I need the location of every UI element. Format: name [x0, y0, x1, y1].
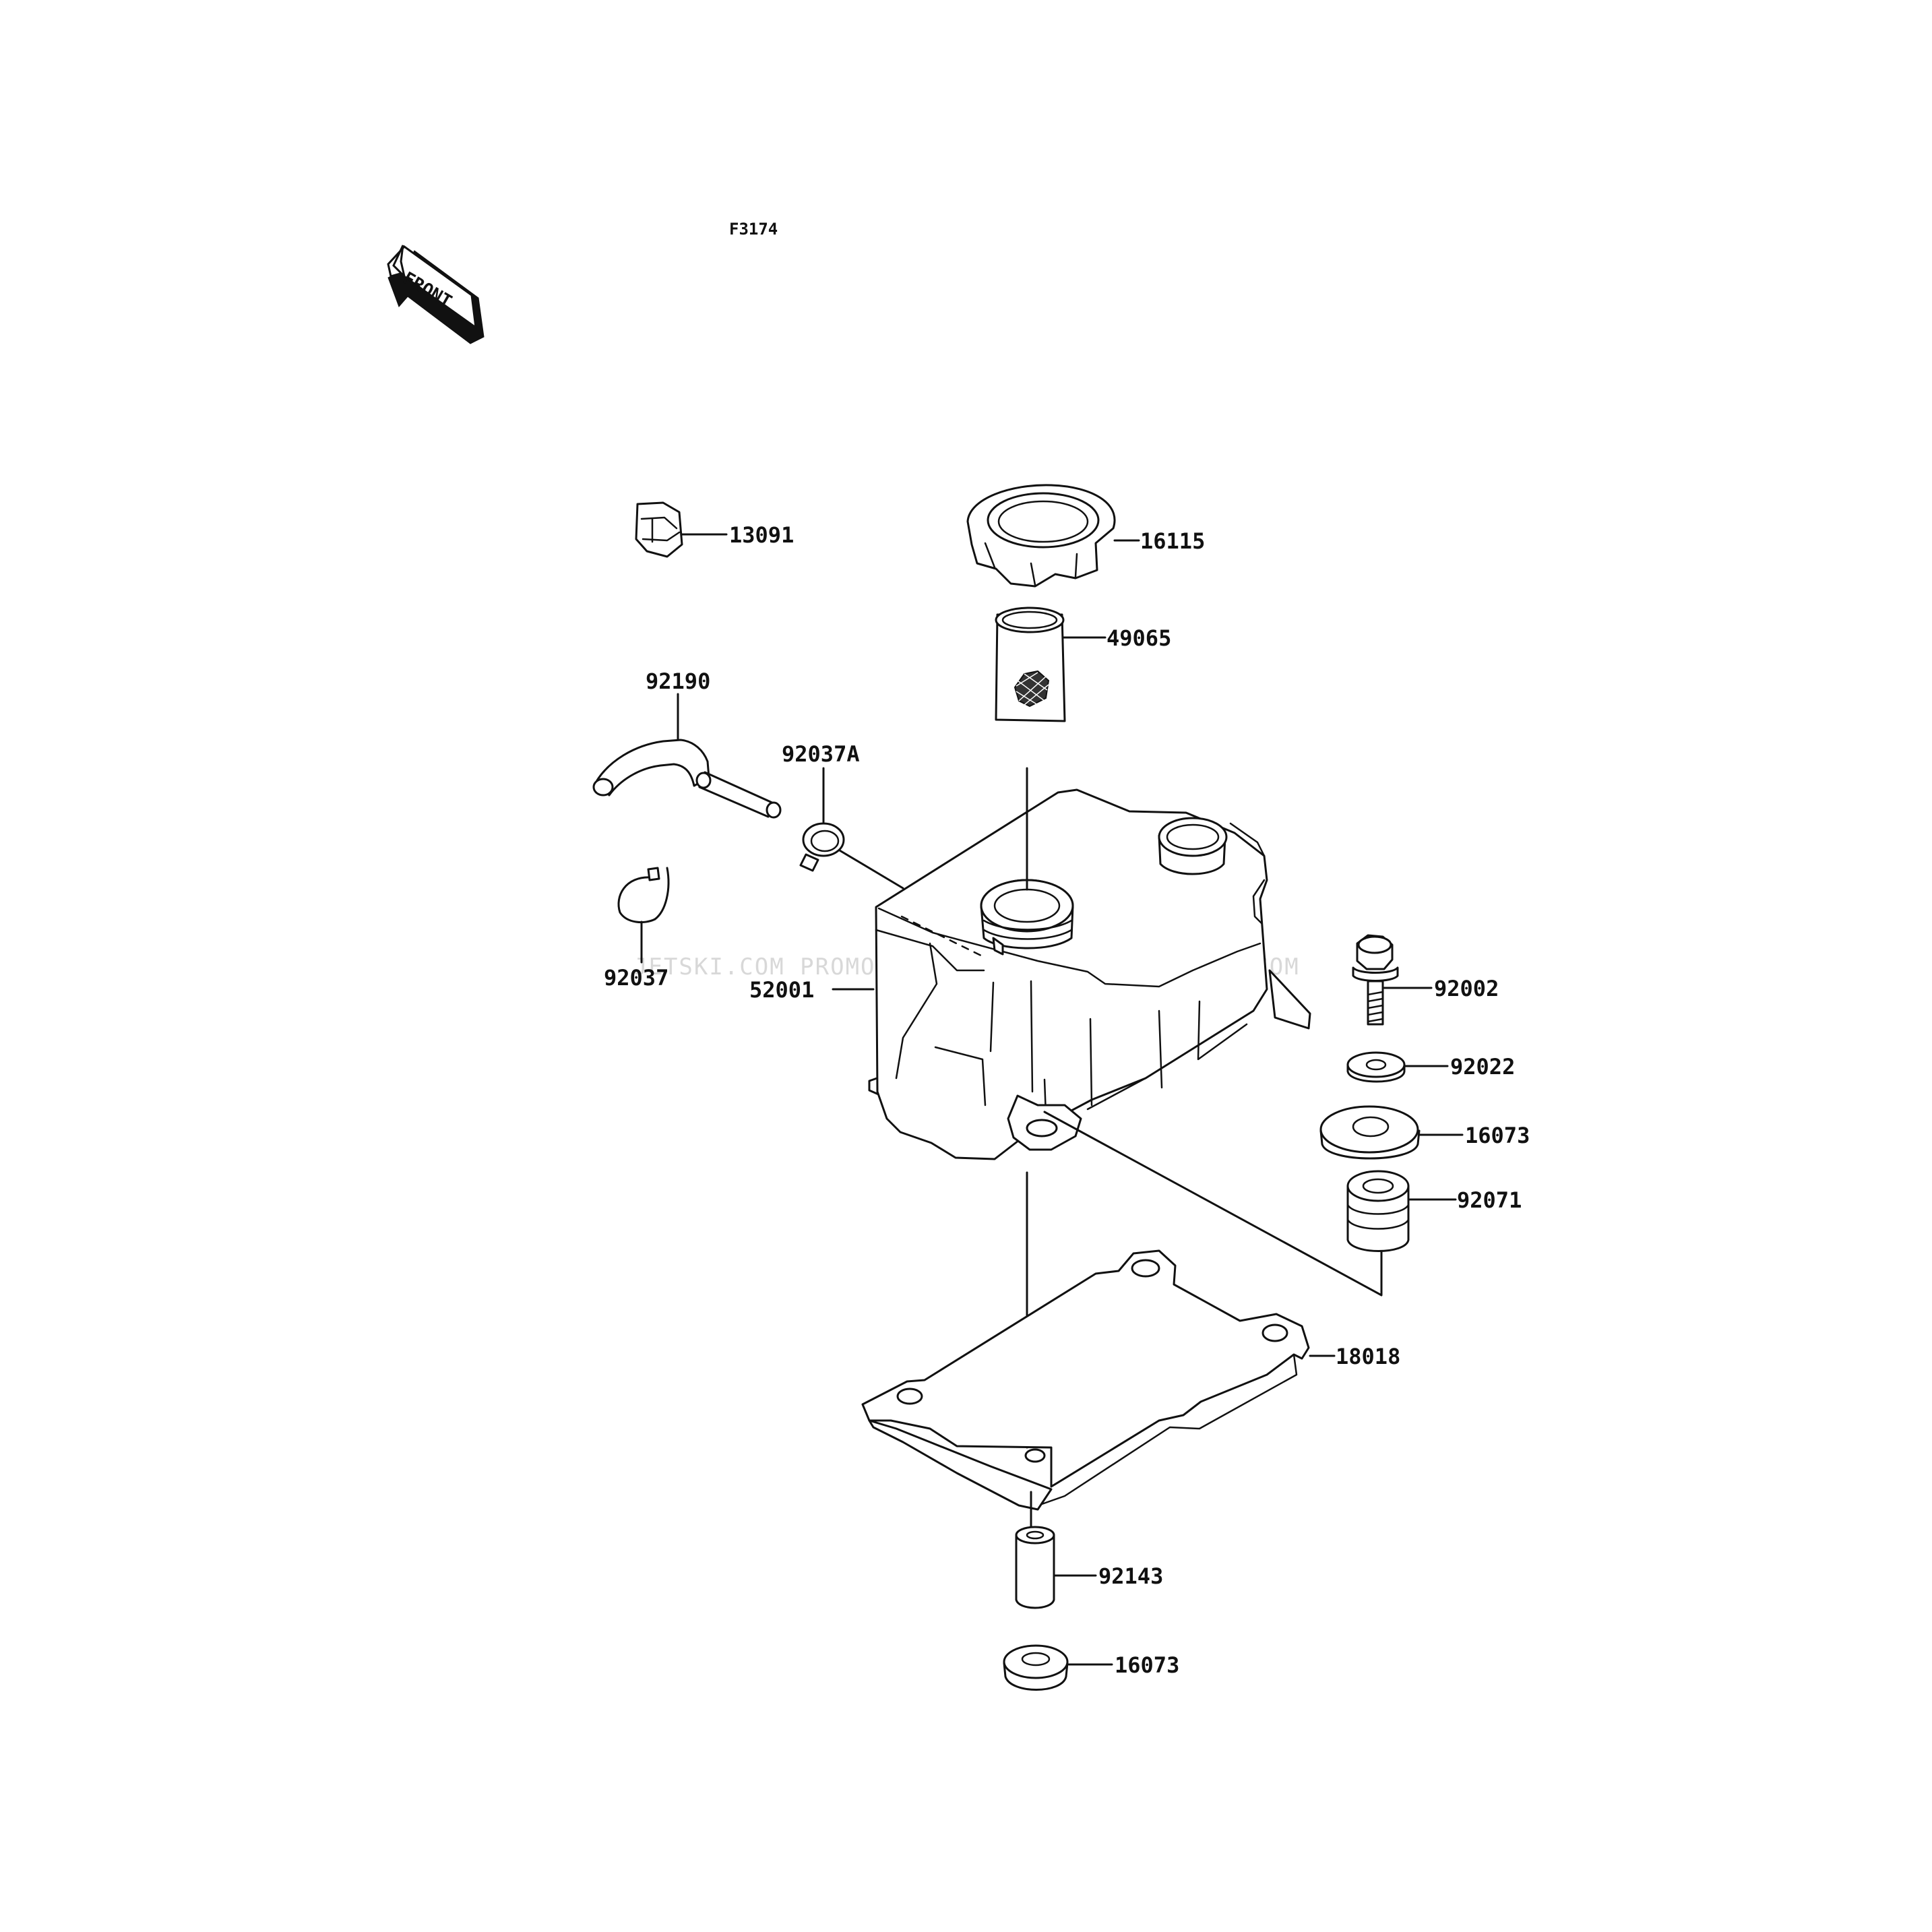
part-92002-bolt	[1352, 934, 1433, 1026]
label-92143: 92143	[1098, 1563, 1163, 1589]
part-92037A-clamp	[799, 767, 904, 890]
part-92071-damper	[1346, 1170, 1457, 1252]
label-16073-lower: 16073	[1115, 1652, 1179, 1678]
part-92190-hose	[592, 693, 782, 819]
label-92071: 92071	[1457, 1187, 1522, 1213]
part-92143-collar	[1015, 1491, 1097, 1609]
part-16073-grommet-upper	[1319, 1105, 1464, 1160]
label-92002: 92002	[1434, 976, 1499, 1001]
label-52001: 52001	[749, 977, 814, 1003]
part-16115-fuel-cap	[966, 484, 1140, 588]
label-92190: 92190	[646, 668, 710, 694]
label-92037A: 92037A	[782, 741, 860, 767]
label-16115: 16115	[1140, 528, 1205, 554]
label-49065: 49065	[1107, 625, 1171, 651]
front-arrow-icon: FRONT	[387, 245, 485, 344]
label-16073-upper: 16073	[1465, 1123, 1530, 1148]
part-92037-clamp	[617, 867, 670, 964]
label-13091: 13091	[729, 522, 794, 548]
part-92022-washer	[1346, 1051, 1449, 1083]
figure-code: F3174	[729, 220, 778, 239]
part-52001-fuel-tank	[832, 767, 1383, 1449]
part-49065-filter	[995, 606, 1107, 722]
label-92022: 92022	[1450, 1054, 1515, 1080]
part-18018-tray	[861, 1249, 1336, 1511]
part-16073-grommet-lower	[1003, 1644, 1113, 1691]
part-13091-clip	[635, 501, 728, 558]
label-92037: 92037	[604, 965, 668, 991]
label-18018: 18018	[1336, 1344, 1400, 1369]
